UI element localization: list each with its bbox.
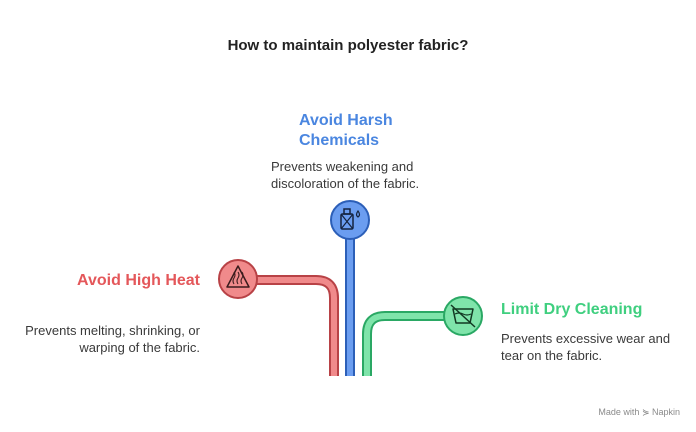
- heading-avoid-high-heat: Avoid High Heat: [77, 272, 200, 289]
- description-avoid-harsh-chemicals: Prevents weakening and discoloration of …: [271, 159, 420, 191]
- heading-avoid-harsh-chemicals: Avoid Harsh Chemicals: [299, 112, 393, 149]
- dry-cleaning-connector: [362, 311, 446, 376]
- page-title: How to maintain polyester fabric?: [227, 37, 469, 54]
- description-limit-dry-cleaning: Prevents excessive wear and tear on the …: [501, 331, 671, 363]
- chemical-bottle-icon: [330, 200, 370, 240]
- no-dry-cleaning-icon: [443, 296, 483, 336]
- heat-warning-icon: [218, 259, 258, 299]
- heat-connector: [257, 275, 339, 376]
- napkin-watermark[interactable]: Made with ⋟ Napkin: [598, 407, 680, 417]
- heading-limit-dry-cleaning: Limit Dry Cleaning: [501, 301, 643, 318]
- description-avoid-high-heat: Prevents melting, shrinking, or warping …: [25, 323, 200, 355]
